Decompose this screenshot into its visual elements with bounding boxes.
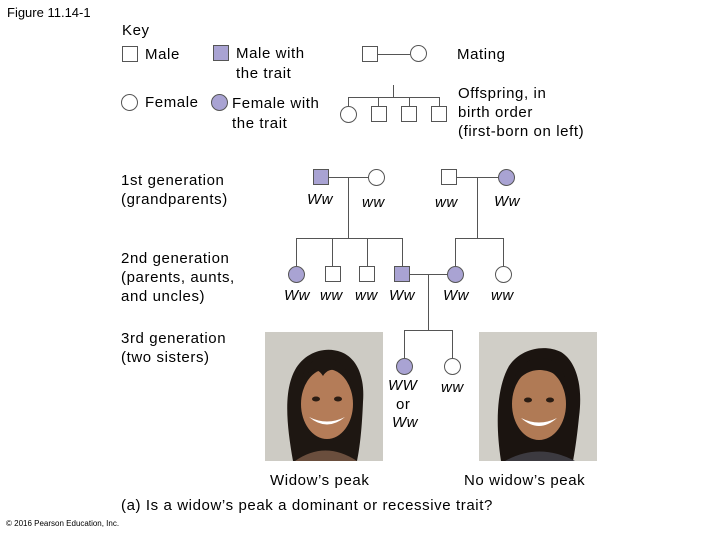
g1-left-female-genotype: ww <box>362 194 385 211</box>
g2-child-1-genotype: Ww <box>284 287 310 304</box>
affected-female-symbol <box>211 94 228 111</box>
g3-left-genotype-line3: Ww <box>392 414 418 431</box>
g2-sibship-line <box>296 238 403 239</box>
g2-child-3-male <box>359 266 375 282</box>
g2-drop-1 <box>296 238 297 266</box>
offspring-female-symbol <box>340 106 357 123</box>
g2-child-4-genotype: Ww <box>389 287 415 304</box>
g1-right-male-genotype: ww <box>435 194 458 211</box>
offspring-drop-2 <box>378 97 379 106</box>
key-male-trait-line2: the trait <box>236 65 292 82</box>
figure-label: Figure 11.14-1 <box>7 5 91 20</box>
g1-left-female <box>368 169 385 186</box>
g2-child-1-female <box>288 266 305 283</box>
question-text: (a) Is a widow’s peak a dominant or rece… <box>121 497 493 514</box>
key-mating-label: Mating <box>457 46 506 63</box>
g3-drop-2 <box>452 330 453 358</box>
g2-child-2-male <box>325 266 341 282</box>
g1-left-male <box>313 169 329 185</box>
mating-female-symbol <box>410 45 427 62</box>
g1-right-descent-line <box>477 177 478 238</box>
g1-left-male-genotype: Ww <box>307 191 333 208</box>
g2-descent-line <box>428 274 429 330</box>
g2-drop-3 <box>367 238 368 266</box>
key-title: Key <box>122 22 150 39</box>
photo-no-widows-peak-drawing <box>479 332 597 461</box>
g2-spouse-female <box>447 266 464 283</box>
offspring-male-symbol-1 <box>371 106 387 122</box>
copyright: © 2016 Pearson Education, Inc. <box>6 519 120 528</box>
gen1-label-line2: (grandparents) <box>121 191 228 208</box>
photo-widows-peak-drawing <box>265 332 383 461</box>
g3-left-genotype-or: or <box>396 396 411 413</box>
g3-right-sister <box>444 358 461 375</box>
gen2-label-line3: and uncles) <box>121 288 206 305</box>
g3-right-genotype: ww <box>441 379 464 396</box>
offspring-bar <box>348 97 440 98</box>
g2-child-4-male <box>394 266 410 282</box>
g2-child-2-genotype: ww <box>320 287 343 304</box>
offspring-male-symbol-3 <box>431 106 447 122</box>
key-female-trait-line1: Female with <box>232 95 320 112</box>
offspring-drop-3 <box>409 97 410 106</box>
photo-widows-peak <box>265 332 383 461</box>
gen2-label-line1: 2nd generation <box>121 250 230 267</box>
g3-left-sister <box>396 358 413 375</box>
g1-right-female-genotype: Ww <box>494 193 520 210</box>
g2-drop-2 <box>332 238 333 266</box>
male-symbol <box>122 46 138 62</box>
female-symbol <box>121 94 138 111</box>
key-female-trait-line2: the trait <box>232 115 288 132</box>
key-offspring-line2: birth order <box>458 104 533 121</box>
photo-no-widows-peak <box>479 332 597 461</box>
key-offspring-line1: Offspring, in <box>458 85 547 102</box>
offspring-drop-1 <box>348 97 349 106</box>
g2-drop-4 <box>402 238 403 266</box>
g2-spouse-genotype: Ww <box>443 287 469 304</box>
affected-male-symbol <box>213 45 229 61</box>
mating-line <box>378 54 410 55</box>
g2-right-sibship-line <box>455 238 503 239</box>
key-male-trait-line1: Male with <box>236 45 305 62</box>
g3-left-genotype-line1: WW <box>388 377 418 394</box>
caption-no-widows-peak: No widow’s peak <box>464 472 586 489</box>
key-offspring-line3: (first-born on left) <box>458 123 585 140</box>
offspring-stem <box>393 85 394 97</box>
key-female-label: Female <box>145 94 199 111</box>
gen1-label-line1: 1st generation <box>121 172 225 189</box>
gen2-label-line2: (parents, aunts, <box>121 269 235 286</box>
offspring-drop-4 <box>439 97 440 106</box>
g3-drop-1 <box>404 330 405 358</box>
g1-right-male <box>441 169 457 185</box>
offspring-male-symbol-2 <box>401 106 417 122</box>
g2-right-drop-2 <box>503 238 504 266</box>
gen3-label-line1: 3rd generation <box>121 330 227 347</box>
mating-male-symbol <box>362 46 378 62</box>
g1-left-descent-line <box>348 177 349 238</box>
g3-sibship-line <box>404 330 452 331</box>
g2-right-drop-1 <box>455 238 456 266</box>
g2-child-3-genotype: ww <box>355 287 378 304</box>
g2-right-female-genotype: ww <box>491 287 514 304</box>
caption-widows-peak: Widow’s peak <box>270 472 370 489</box>
gen3-label-line2: (two sisters) <box>121 349 210 366</box>
key-male-label: Male <box>145 46 180 63</box>
g1-right-female <box>498 169 515 186</box>
g2-right-female <box>495 266 512 283</box>
